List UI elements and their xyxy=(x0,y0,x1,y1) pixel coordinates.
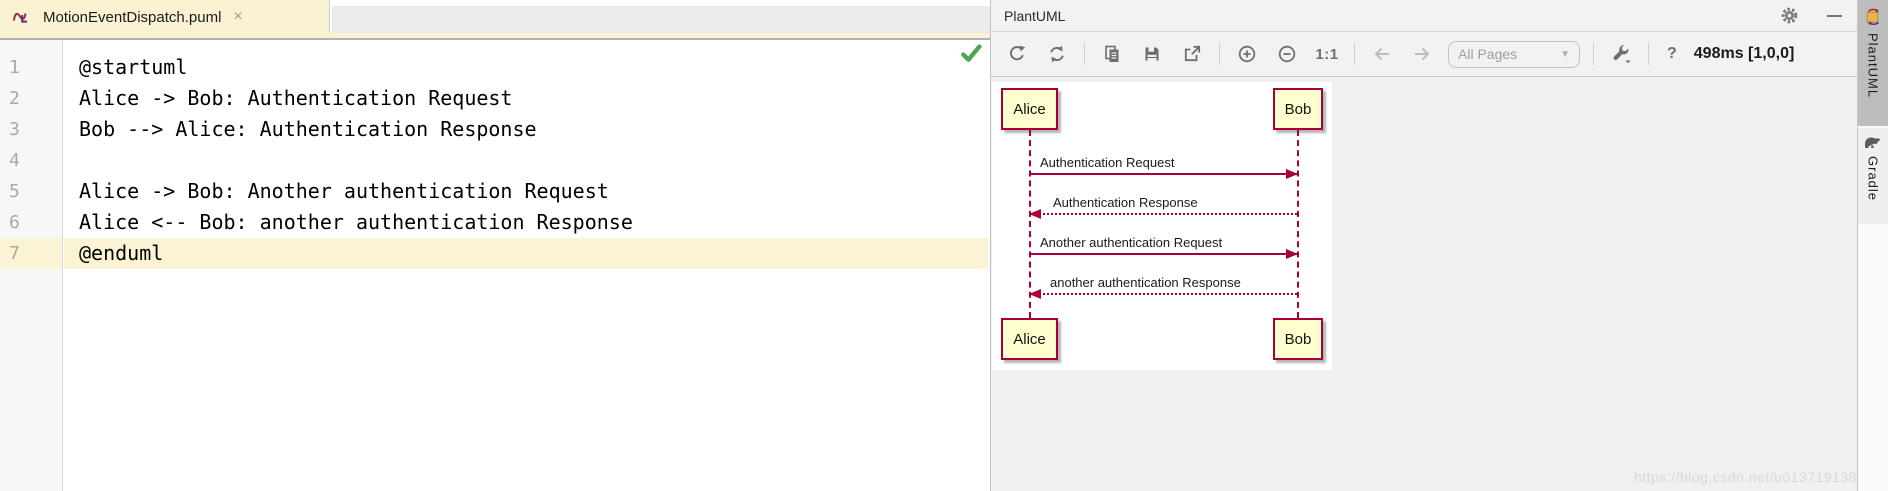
line-number: 1 xyxy=(9,57,20,78)
code-line[interactable]: Bob --> Alice: Authentication Response xyxy=(79,117,537,141)
panel-title: PlantUML xyxy=(1004,7,1066,24)
arrowhead-left xyxy=(1029,209,1041,219)
tab-close-icon[interactable]: × xyxy=(233,8,243,25)
participant-alice-top: Alice xyxy=(1001,88,1058,130)
watermark: https://blog.csdn.net/u013719138 xyxy=(1633,469,1857,485)
code-line[interactable]: Alice -> Bob: Authentication Request xyxy=(79,86,513,110)
message-arrow-right xyxy=(1030,169,1298,179)
reload-icon[interactable] xyxy=(1042,41,1072,67)
line-number-current: 7 xyxy=(0,238,62,269)
toolbar-separator xyxy=(1593,43,1594,65)
editor-panel-divider[interactable] xyxy=(990,0,991,491)
message-arrow-left xyxy=(1029,209,1297,219)
message-label: Authentication Request xyxy=(1040,155,1175,170)
back-icon[interactable] xyxy=(1367,41,1397,67)
lifeline-bob xyxy=(1297,130,1299,318)
arrowhead-right xyxy=(1286,169,1298,179)
copy-icon[interactable] xyxy=(1097,41,1127,67)
line-number: 5 xyxy=(9,181,20,202)
pages-dropdown[interactable]: All Pages ▼ xyxy=(1448,40,1580,68)
message-label: another authentication Response xyxy=(1050,275,1241,290)
line-number: 4 xyxy=(9,150,20,171)
strip-tab-label: PlantUML xyxy=(1865,33,1881,99)
editor-tab-motioneventdispatch[interactable]: MotionEventDispatch.puml × xyxy=(0,0,330,34)
plantuml-plugin-icon xyxy=(1864,7,1883,26)
tab-bar-border xyxy=(0,38,990,40)
sequence-diagram: Alice Bob Authentication Request Authent… xyxy=(992,82,1332,370)
line-number: 6 xyxy=(9,212,20,233)
message-label: Another authentication Request xyxy=(1040,235,1223,250)
preview-content: Alice Bob Authentication Request Authent… xyxy=(991,78,1857,491)
gear-icon[interactable] xyxy=(1780,6,1799,25)
forward-icon[interactable] xyxy=(1407,41,1437,67)
tab-bar-empty-area xyxy=(332,6,990,33)
render-status: 498ms [1,0,0] xyxy=(1693,45,1795,62)
plantuml-panel: PlantUML xyxy=(991,0,1857,491)
wrench-icon[interactable] xyxy=(1606,41,1636,67)
zoom-in-icon[interactable] xyxy=(1232,41,1262,67)
pages-dropdown-value: All Pages xyxy=(1458,46,1518,62)
toolbar-separator xyxy=(1648,43,1649,65)
tool-window-strip: PlantUML Gradle xyxy=(1857,0,1888,491)
message-label: Authentication Response xyxy=(1053,195,1198,210)
toolbar-separator xyxy=(1354,43,1355,65)
lifeline-alice xyxy=(1029,130,1031,318)
help-button[interactable]: ? xyxy=(1667,45,1677,62)
chevron-down-icon: ▼ xyxy=(1560,48,1570,60)
arrowhead-right xyxy=(1286,249,1298,259)
code-line-current[interactable]: @enduml xyxy=(64,238,988,269)
plantuml-file-icon xyxy=(12,8,30,26)
code-line[interactable]: Alice <-- Bob: another authentication Re… xyxy=(79,210,633,234)
strip-tab-plantuml[interactable]: PlantUML xyxy=(1858,0,1888,126)
inspection-ok-check-icon[interactable] xyxy=(960,44,982,62)
panel-toolbar: 1:1 All Pages ▼ xyxy=(991,32,1857,77)
line-number: 3 xyxy=(9,119,20,140)
strip-tab-gradle[interactable]: Gradle xyxy=(1858,128,1888,224)
actual-size-button[interactable]: 1:1 xyxy=(1315,45,1339,63)
message-arrow-right xyxy=(1030,249,1298,259)
panel-header: PlantUML xyxy=(991,0,1857,32)
editor-gutter: 1 2 3 4 5 6 7 xyxy=(0,40,63,491)
tab-bar-accent-strip xyxy=(0,33,990,38)
code-line[interactable]: @startuml xyxy=(79,55,188,79)
participant-alice-bottom: Alice xyxy=(1001,318,1058,360)
participant-bob-bottom: Bob xyxy=(1273,318,1323,360)
line-number: 2 xyxy=(9,88,20,109)
toolbar-separator xyxy=(1084,43,1085,65)
save-icon[interactable] xyxy=(1137,41,1167,67)
message-arrow-left xyxy=(1029,289,1297,299)
refresh-icon[interactable] xyxy=(1002,41,1032,67)
zoom-out-icon[interactable] xyxy=(1272,41,1302,67)
toolbar-separator xyxy=(1219,43,1220,65)
editor-text-area[interactable]: @startuml Alice -> Bob: Authentication R… xyxy=(64,40,988,269)
strip-tab-label: Gradle xyxy=(1865,156,1881,202)
participant-bob-top: Bob xyxy=(1273,88,1323,130)
code-line[interactable] xyxy=(64,145,988,176)
editor-tab-bar: MotionEventDispatch.puml × xyxy=(0,0,990,40)
export-icon[interactable] xyxy=(1177,41,1207,67)
gradle-elephant-icon xyxy=(1863,135,1883,149)
code-editor[interactable]: 1 2 3 4 5 6 7 @startuml Alice -> Bob: Au… xyxy=(0,40,990,491)
arrowhead-left xyxy=(1029,289,1041,299)
code-line[interactable]: Alice -> Bob: Another authentication Req… xyxy=(79,179,609,203)
minimize-icon[interactable] xyxy=(1827,14,1842,17)
tab-title: MotionEventDispatch.puml xyxy=(43,8,222,26)
